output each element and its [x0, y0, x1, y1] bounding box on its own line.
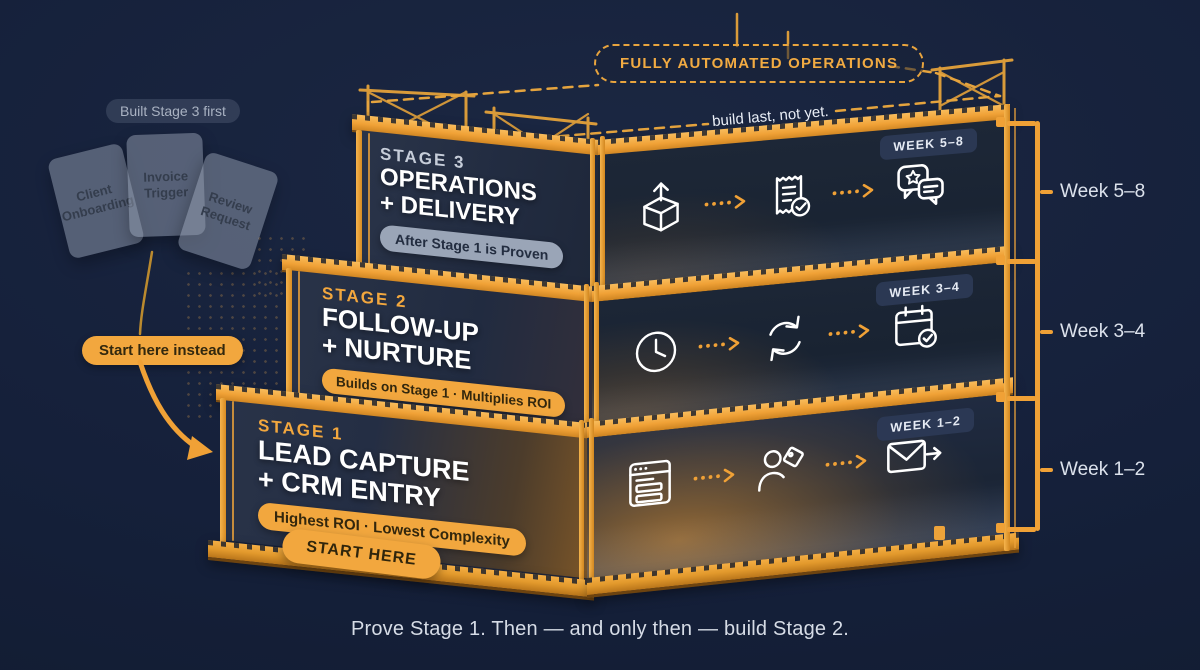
stage-3-corner-post	[590, 138, 595, 300]
dotted-arrow-icon	[704, 195, 746, 209]
structure-right-edge	[1004, 104, 1010, 551]
timeline-label-week-5-8: Week 5–8	[1060, 181, 1146, 202]
bottom-caption: Prove Stage 1. Then — and only then — bu…	[350, 618, 850, 640]
beam-end-stub	[996, 523, 1005, 533]
stage-1-left-trim	[220, 398, 226, 544]
future-state-banner: FULLY AUTOMATED OPERATIONS	[594, 44, 925, 83]
stage-1-corner-post	[579, 420, 584, 588]
timeline-label-week-3-4: Week 3–4	[1060, 321, 1146, 342]
timeline-tick	[1007, 396, 1036, 401]
dotted-arrow-icon	[825, 454, 867, 469]
timeline-bracket	[1035, 121, 1040, 531]
stage-1-corner-post	[589, 418, 594, 584]
stage-3-left-trim-inner	[368, 133, 370, 273]
clock-icon	[635, 331, 677, 373]
structure-right-edge-inner	[1014, 108, 1016, 548]
stage-2-corner-post	[584, 284, 589, 442]
beam-end-stub	[996, 117, 1005, 127]
dotted-arrow-icon	[698, 336, 740, 351]
box-ship-icon	[643, 182, 679, 232]
stage-2-left-trim-inner	[298, 271, 300, 405]
timeline-label-tick	[1040, 468, 1053, 472]
review-chat-icon	[897, 164, 944, 205]
start-here-instead-label: Start here instead	[82, 336, 243, 365]
stage-1-interior: WEEK 1–2	[587, 393, 1008, 578]
stage-3-left-trim	[356, 130, 362, 276]
contact-tag-icon	[758, 446, 804, 492]
receipt-check-icon	[775, 175, 811, 217]
stage-2-corner-post	[594, 282, 599, 438]
dotted-arrow-icon	[828, 324, 870, 339]
timeline-tick	[1007, 527, 1036, 532]
web-form-icon	[629, 459, 671, 507]
beam-end-stub	[996, 255, 1005, 265]
dotted-arrow-icon	[832, 183, 874, 198]
beam-end-stub	[996, 392, 1005, 402]
calendar-check-icon	[895, 304, 937, 348]
base-end-cap	[934, 526, 945, 540]
built-stage3-first-label: Built Stage 3 first	[106, 99, 240, 123]
timeline-label-tick	[1040, 190, 1053, 194]
stage-3-corner-post	[600, 136, 605, 296]
refresh-cycle-icon	[769, 315, 801, 362]
timeline-label-tick	[1040, 330, 1053, 334]
timeline-tick	[1007, 259, 1036, 264]
stage-1-left-trim-inner	[232, 401, 234, 541]
stage-2-interior: WEEK 3–4	[592, 262, 1005, 437]
timeline-label-week-1-2: Week 1–2	[1060, 459, 1146, 480]
stage-2-left-trim	[286, 268, 292, 408]
email-send-icon	[887, 439, 942, 474]
timeline-tick	[1007, 121, 1036, 126]
dotted-arrow-icon	[693, 468, 735, 483]
stage-3-interior: WEEK 5–8	[598, 119, 1005, 295]
